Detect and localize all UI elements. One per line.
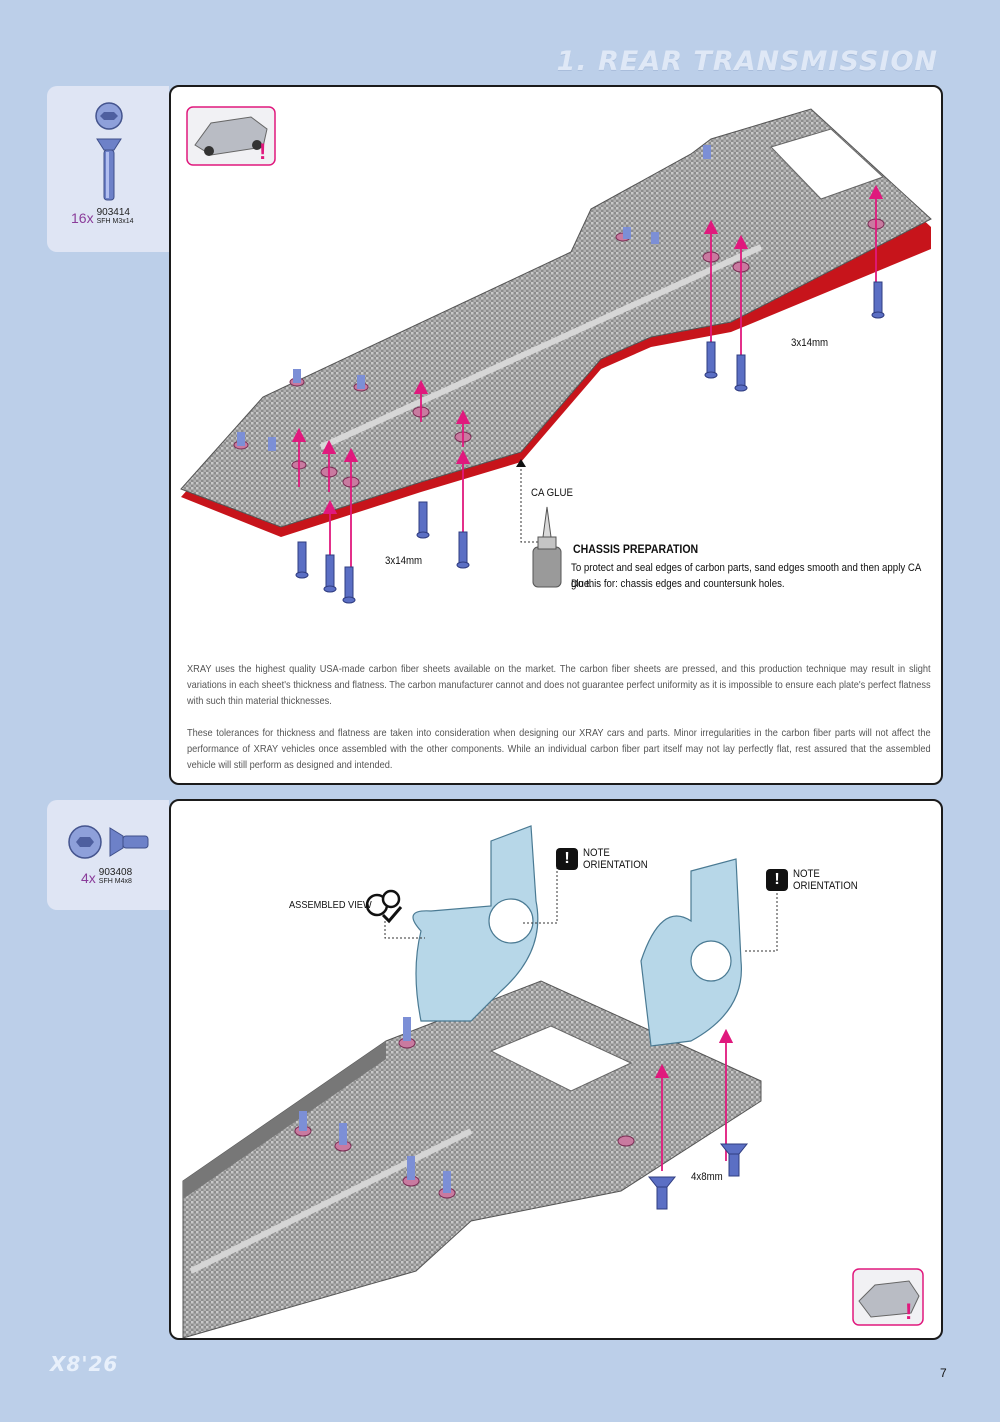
svg-text:!: ! [905,1299,912,1324]
prep-instruction-2: Do this for: chassis edges and countersu… [571,578,785,590]
step-1-panel: ! [169,85,943,785]
screw-size-label: 3x14mm [791,337,829,349]
part-qty: 4x [81,870,96,886]
section-title: 1. REAR TRANSMISSION [556,46,938,77]
page-number: 7 [940,1366,947,1380]
svg-text:!: ! [259,139,266,164]
car-thumbnail-icon: ! [186,106,276,166]
carbon-disclaimer-paragraph-2: These tolerances for thickness and flatn… [187,727,931,771]
note-warning-icon: ! [556,848,578,870]
assembled-view-icon [365,889,403,924]
carbon-disclaimer-paragraph-1: XRAY uses the highest quality USA-made c… [187,663,931,707]
part-desc: SFH M3x14 [96,218,134,225]
glue-leader-line [520,465,549,543]
part-desc: SFH M4x8 [98,878,132,885]
countersunk-screw-icon [95,102,123,201]
glue-label: CA GLUE [531,487,573,499]
model-logo: X8'26 [50,1352,119,1376]
prep-instruction-1: To protect and seal edges of carbon part… [571,562,921,590]
screw-size-label: 4x8mm [691,1171,723,1183]
part-code: 903414 [96,207,130,218]
countersunk-screw-icon [68,825,149,859]
part-qty: 16x [71,210,94,226]
car-thumbnail-icon: ! [852,1268,924,1326]
ca-glue-bottle-icon [532,506,562,588]
note-warning-icon: ! [766,869,788,891]
motor-mount-left [412,825,539,1022]
motor-mount-right [640,858,743,1047]
screw-size-label: 3x14mm [385,555,423,567]
chassis-illustration: ! [180,106,932,604]
part-code: 903408 [98,867,133,878]
motor-mount-illustration: ! [182,825,924,1338]
assembled-view-label: ASSEMBLED VIEW [289,899,372,911]
chassis-preparation-heading: CHASSIS PREPARATION [573,542,699,556]
